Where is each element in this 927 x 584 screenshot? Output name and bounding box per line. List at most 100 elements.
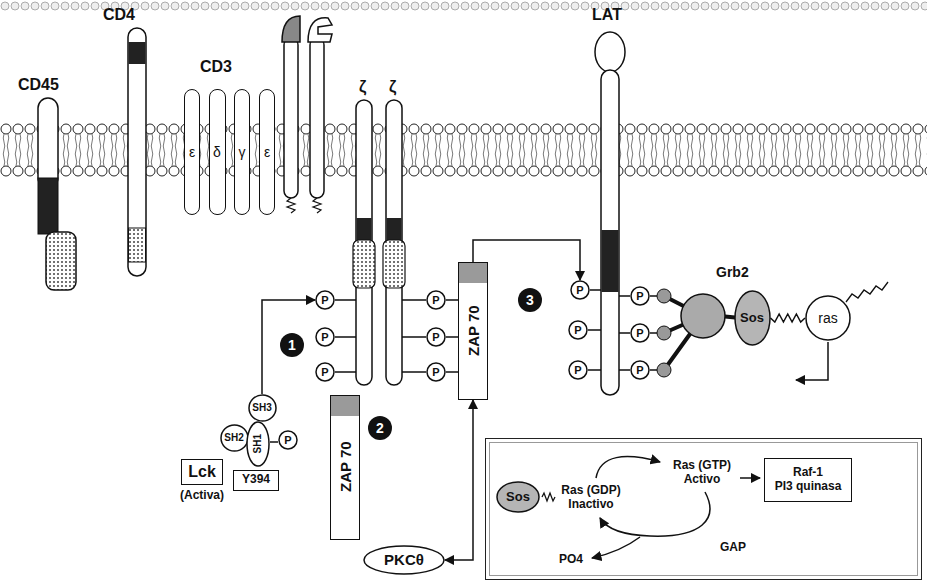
node-label: P — [574, 364, 581, 377]
node-label: Y394 — [242, 473, 270, 487]
phosphate-circle: P — [426, 362, 446, 382]
lipid-anchor — [287, 198, 295, 213]
ras-cycle-inset: Ras (GDP) InactivoRas (GTP) ActivoGAPPO4… — [485, 438, 922, 580]
node-outline-shape — [631, 361, 649, 379]
cd45-dark-domain — [38, 178, 58, 234]
node-label: P — [321, 366, 328, 379]
phosphate-bond — [335, 300, 458, 372]
node-outline-shape — [497, 482, 539, 512]
cd3-chain: ε — [259, 89, 275, 215]
node-outline-shape — [364, 546, 444, 574]
cycle-arrow — [600, 492, 710, 536]
cd4-stalk — [128, 28, 146, 276]
node-label: P — [432, 294, 439, 307]
cd45-extracellular — [38, 98, 58, 188]
zeta-dark-domain — [387, 218, 402, 240]
node-label: Sos — [740, 311, 764, 326]
node-label: P — [636, 327, 643, 340]
zeta-dark-domain — [357, 218, 372, 240]
node-outline-shape — [427, 363, 445, 381]
cd45-phosphatase-domain — [46, 232, 76, 290]
node-outline-shape — [631, 324, 649, 342]
node-label: γ — [239, 144, 246, 160]
phosphate-circle: P — [278, 430, 298, 450]
phosphate-circle: P — [315, 290, 335, 310]
phosphate-circle: P — [568, 320, 588, 340]
cd3-chain: δ — [209, 89, 226, 215]
callout-number: 3 — [518, 288, 542, 312]
node-label: SH3 — [252, 402, 271, 414]
effector-box: Raf-1PI3 quinasa — [764, 458, 852, 502]
phosphate-circle: P — [426, 290, 446, 310]
node-label: P — [432, 331, 439, 344]
node-label: P — [321, 331, 328, 344]
node-label: ZAP 70 — [336, 442, 353, 493]
node-outline-shape — [316, 363, 334, 381]
lipid-anchor — [846, 282, 888, 302]
node-label: P — [284, 434, 291, 447]
signal-connector — [445, 400, 473, 560]
signal-connector — [262, 300, 315, 394]
node-label: PI3 quinasa — [775, 480, 842, 494]
node-outline-shape — [247, 422, 269, 466]
phosphate-release-arrow — [592, 537, 640, 558]
lat-head — [595, 32, 625, 72]
lipid-anchor — [313, 198, 321, 213]
phosphate-circle: P — [568, 360, 588, 380]
node-label: P — [636, 290, 643, 303]
phosphate-circle: P — [570, 280, 590, 300]
grb2-protein — [681, 294, 725, 338]
phosphate-circle: P — [315, 362, 335, 382]
protein-name: CD4 — [103, 6, 135, 24]
node-outline-shape — [631, 287, 649, 305]
node-label: P — [432, 366, 439, 379]
tcr-chain — [310, 38, 324, 198]
phosphate-circle: P — [426, 327, 446, 347]
cd4-dark-domain — [129, 42, 146, 64]
node-outline-shape — [571, 281, 589, 299]
node-label: PKCθ — [384, 551, 424, 568]
node-label: ε — [264, 144, 270, 160]
sos-protein: Sos — [734, 290, 771, 346]
node-outline-shape — [735, 291, 770, 345]
phosphate-circle: P — [315, 327, 335, 347]
node-outline-shape — [279, 431, 297, 449]
sh2-bead — [657, 326, 671, 340]
protein-name: CD3 — [200, 58, 232, 76]
zeta-itam — [353, 240, 375, 288]
residue-box: Y394 — [233, 470, 279, 491]
node-label: ε — [189, 144, 195, 160]
node-label: SH1 — [252, 434, 264, 453]
node-label: Raf-1 — [793, 466, 823, 480]
phosphate-circle: P — [630, 360, 650, 380]
activation-arrow — [740, 477, 760, 479]
phosphate-bond — [270, 441, 278, 443]
signal-connector — [473, 240, 580, 280]
node-outline-shape — [316, 328, 334, 346]
lck-box: Lck — [181, 459, 223, 485]
cycle-arrow — [596, 457, 660, 478]
cd3-chain: ε — [184, 89, 200, 215]
node-label: ZAP 70 — [464, 306, 481, 357]
phosphate-circle: P — [630, 323, 650, 343]
sh2-bead — [657, 289, 671, 303]
upper-membrane — [0, 0, 927, 12]
callout-number: 2 — [368, 416, 392, 440]
lat-stalk — [601, 70, 619, 395]
node-label: ras — [818, 310, 837, 326]
node-label: P — [574, 324, 581, 337]
phosphate-circle: P — [630, 286, 650, 306]
node-outline-shape — [427, 328, 445, 346]
pkc-theta: PKCθ — [363, 545, 445, 575]
tcr-chain — [284, 38, 298, 198]
sh2-domain: SH2 — [220, 424, 249, 452]
enzyme-label: GAP — [713, 541, 753, 555]
node-label: Sos — [506, 490, 530, 505]
node-outline-shape — [316, 291, 334, 309]
node-label: SH2 — [224, 432, 243, 444]
chain-name: ζ — [359, 78, 366, 96]
node-outline-shape — [806, 296, 850, 340]
node-label: Lck — [188, 463, 216, 481]
tcr-variable-domain — [282, 16, 300, 42]
state-note: (Activa) — [180, 489, 224, 503]
